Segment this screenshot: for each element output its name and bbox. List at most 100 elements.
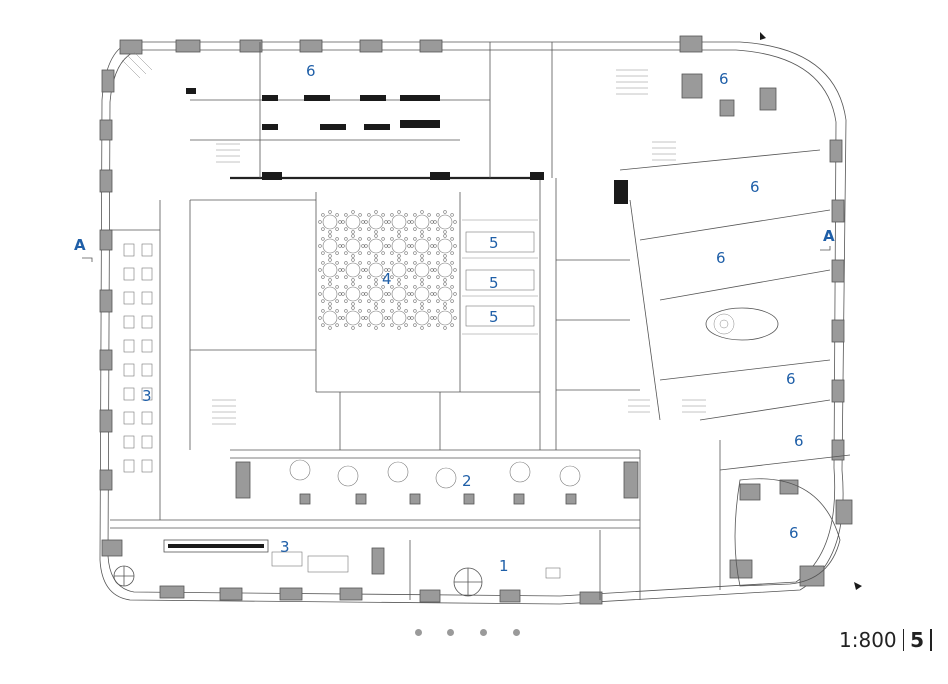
banquet-chair bbox=[358, 275, 362, 279]
banquet-chair bbox=[387, 292, 391, 296]
banquet-chair bbox=[427, 261, 431, 265]
banquet-chair bbox=[390, 285, 394, 289]
room-label-3-left: 3 bbox=[142, 387, 152, 405]
banquet-chair bbox=[433, 244, 437, 248]
banquet-chair bbox=[358, 227, 362, 231]
banquet-chair bbox=[433, 220, 437, 224]
banquet-chair bbox=[404, 261, 408, 265]
banquet-chair bbox=[344, 227, 348, 231]
banquet-table bbox=[345, 310, 361, 326]
banquet-chair bbox=[338, 268, 342, 272]
banquet-chair bbox=[328, 306, 332, 310]
banquet-chair bbox=[335, 299, 339, 303]
banquet-chair bbox=[338, 220, 342, 224]
banquet-chair bbox=[358, 237, 362, 241]
banquet-chair bbox=[367, 251, 371, 255]
banquet-chair bbox=[443, 278, 447, 282]
banquet-table bbox=[437, 286, 453, 302]
banquet-chair bbox=[321, 261, 325, 265]
banquet-chair bbox=[436, 261, 440, 265]
room-label-6-middle: 6 bbox=[716, 249, 726, 267]
meeting-tables bbox=[462, 219, 538, 335]
banquet-chair bbox=[427, 237, 431, 241]
banquet-chair bbox=[420, 282, 424, 286]
banquet-chair bbox=[351, 278, 355, 282]
banquet-chair bbox=[387, 220, 391, 224]
banquet-chair bbox=[433, 316, 437, 320]
banquet-chair bbox=[443, 254, 447, 258]
banquet-chair bbox=[321, 309, 325, 313]
banquet-chair bbox=[374, 302, 378, 306]
banquet-chair bbox=[381, 261, 385, 265]
banquet-chair bbox=[367, 261, 371, 265]
banquet-chair bbox=[390, 309, 394, 313]
banquet-chair bbox=[420, 326, 424, 330]
room-label-6-round: 6 bbox=[789, 524, 799, 542]
dining-table bbox=[141, 363, 153, 377]
banquet-chair bbox=[397, 230, 401, 234]
banquet-chair bbox=[397, 278, 401, 282]
banquet-chair bbox=[453, 292, 457, 296]
banquet-chair bbox=[427, 227, 431, 231]
banquet-chair bbox=[318, 292, 322, 296]
room-label-5-mid: 5 bbox=[489, 274, 499, 292]
banquet-chair bbox=[321, 285, 325, 289]
banquet-chair bbox=[374, 306, 378, 310]
banquet-chair bbox=[321, 213, 325, 217]
banquet-chair bbox=[430, 220, 434, 224]
banquet-chair bbox=[384, 316, 388, 320]
banquet-chair bbox=[344, 213, 348, 217]
banquet-chair bbox=[328, 234, 332, 238]
staircases bbox=[121, 51, 706, 425]
banquet-chair bbox=[358, 261, 362, 265]
banquet-chair bbox=[397, 258, 401, 262]
dining-table bbox=[123, 291, 135, 305]
banquet-chair bbox=[351, 230, 355, 234]
banquet-chair bbox=[341, 292, 345, 296]
banquet-chair bbox=[364, 292, 368, 296]
banquet-table bbox=[345, 286, 361, 302]
banquet-chair bbox=[453, 220, 457, 224]
banquet-chair bbox=[450, 309, 454, 313]
banquet-chair bbox=[443, 326, 447, 330]
banquet-chair bbox=[351, 326, 355, 330]
room-label-6-bottomright: 6 bbox=[794, 432, 804, 450]
banquet-chair bbox=[361, 292, 365, 296]
banquet-chair bbox=[430, 292, 434, 296]
banquet-chair bbox=[390, 261, 394, 265]
banquet-table bbox=[345, 238, 361, 254]
banquet-chair bbox=[321, 323, 325, 327]
banquet-chair bbox=[344, 323, 348, 327]
dining-table bbox=[141, 387, 153, 401]
dining-table bbox=[141, 315, 153, 329]
dining-table bbox=[141, 291, 153, 305]
banquet-chair bbox=[335, 227, 339, 231]
banquet-chair bbox=[367, 323, 371, 327]
room-label-6-upper: 6 bbox=[750, 178, 760, 196]
banquet-chair bbox=[443, 258, 447, 262]
dining-table bbox=[123, 459, 135, 473]
banquet-chair bbox=[427, 213, 431, 217]
banquet-chair bbox=[344, 275, 348, 279]
dining-table bbox=[141, 435, 153, 449]
banquet-chair bbox=[413, 237, 417, 241]
banquet-chair bbox=[407, 292, 411, 296]
banquet-chair bbox=[381, 323, 385, 327]
dining-table bbox=[123, 411, 135, 425]
spiral-staircase bbox=[705, 307, 779, 341]
room-label-1: 1 bbox=[499, 557, 509, 575]
banquet-chair bbox=[404, 309, 408, 313]
banquet-table bbox=[391, 310, 407, 326]
banquet-chair bbox=[397, 282, 401, 286]
banquet-table bbox=[322, 238, 338, 254]
banquet-table bbox=[414, 214, 430, 230]
banquet-chair bbox=[328, 302, 332, 306]
banquet-chair bbox=[328, 278, 332, 282]
banquet-chair bbox=[436, 285, 440, 289]
banquet-table bbox=[345, 214, 361, 230]
banquet-chair bbox=[358, 251, 362, 255]
banquet-chair bbox=[367, 309, 371, 313]
banquet-chair bbox=[367, 299, 371, 303]
banquet-chair bbox=[420, 258, 424, 262]
banquet-chair bbox=[381, 285, 385, 289]
